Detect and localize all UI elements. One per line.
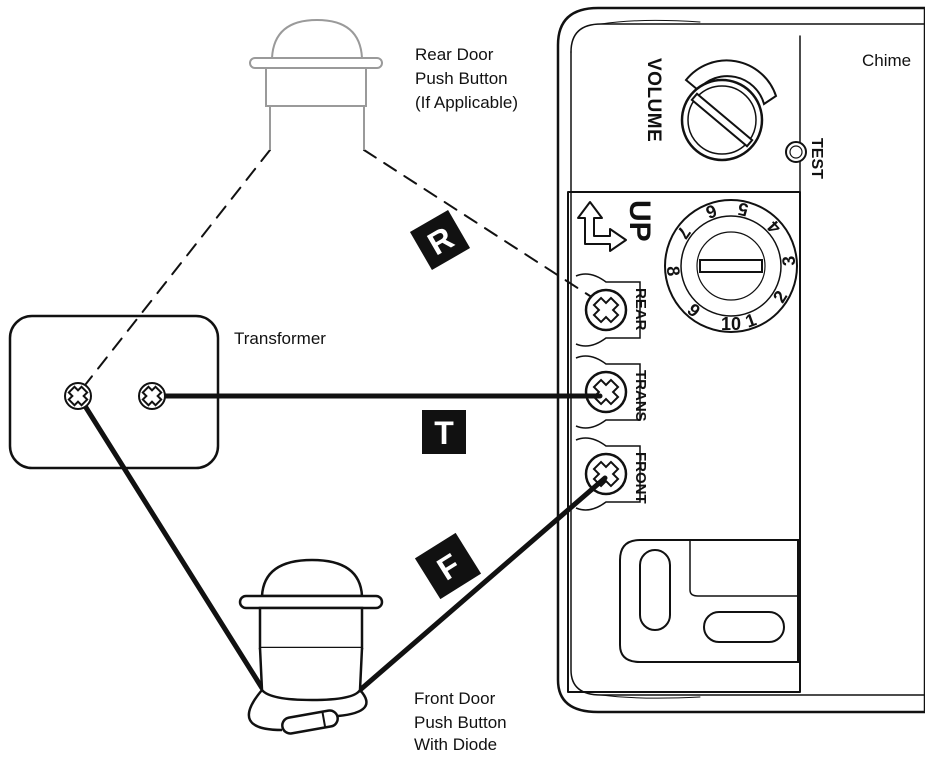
- test-label: TEST: [808, 138, 825, 179]
- transformer-screw-left: [64, 382, 92, 410]
- test-button[interactable]: [785, 141, 807, 163]
- rear-door-label-line2: Push Button: [415, 69, 508, 88]
- screw-icon: [592, 378, 620, 406]
- volume-knob[interactable]: [680, 59, 778, 162]
- mounting-slot-vertical: [639, 549, 671, 631]
- dial-number-9: 9: [683, 300, 704, 322]
- terminal-label-rear: REAR: [632, 288, 649, 331]
- tag-r: R: [409, 209, 471, 271]
- front-door-label-line2: Push Button: [414, 713, 507, 732]
- transformer: [8, 314, 220, 470]
- speaker-area: [619, 539, 799, 663]
- dial-number-1: 1: [743, 309, 759, 331]
- screw-icon: [592, 296, 620, 324]
- dial-number-2: 2: [769, 287, 791, 306]
- up-label: UP: [623, 200, 656, 242]
- front-wire-transformer: [77, 395, 265, 691]
- terminal-rear: REAR: [575, 273, 649, 347]
- chime-unit: [556, 6, 925, 714]
- terminal-block: REAR TRANS FRONT: [575, 273, 649, 511]
- mounting-slot-horizontal: [703, 611, 785, 643]
- dial-number-4: 4: [763, 217, 785, 238]
- dial-number-6: 6: [703, 200, 719, 222]
- rear-wire-left: [77, 149, 271, 395]
- front-door-label-line3: With Diode: [414, 735, 498, 754]
- terminal-label-front: FRONT: [632, 452, 649, 504]
- chime-inner-rim: [570, 23, 925, 53]
- wires: [77, 149, 608, 693]
- terminal-label-trans: TRANS: [632, 370, 649, 422]
- dial-number-5: 5: [736, 198, 750, 220]
- rear-door-label-line3: (If Applicable): [415, 93, 518, 112]
- dial-number-7: 7: [672, 223, 694, 243]
- rear-door-label-line1: Rear Door: [415, 45, 494, 64]
- dial-number-8: 8: [663, 265, 684, 277]
- dial-number-3: 3: [778, 255, 799, 267]
- rear-wire-right: [363, 149, 591, 297]
- rear-push-button: [249, 18, 383, 150]
- volume-arc: [684, 59, 778, 106]
- svg-text:T: T: [434, 415, 454, 451]
- screw-icon: [592, 460, 620, 488]
- tag-t: T: [422, 410, 466, 454]
- terminal-trans: TRANS: [575, 355, 649, 429]
- front-push-button: [238, 558, 384, 702]
- transformer-screw-right: [138, 382, 166, 410]
- chime-label: Chime: [862, 51, 912, 70]
- diode: [247, 689, 368, 735]
- front-door-label-line1: Front Door: [414, 689, 496, 708]
- front-wire-chime: [357, 475, 608, 693]
- dial-number-10: 10: [721, 314, 741, 334]
- tag-f: F: [414, 532, 482, 600]
- volume-label: VOLUME: [643, 58, 664, 142]
- tune-dial[interactable]: [664, 199, 798, 333]
- terminal-front: FRONT: [575, 437, 649, 511]
- up-arrow-icon: [577, 201, 627, 252]
- transformer-label: Transformer: [234, 329, 326, 348]
- chime-housing-outline: [556, 6, 925, 714]
- terminal-panel: [567, 191, 801, 693]
